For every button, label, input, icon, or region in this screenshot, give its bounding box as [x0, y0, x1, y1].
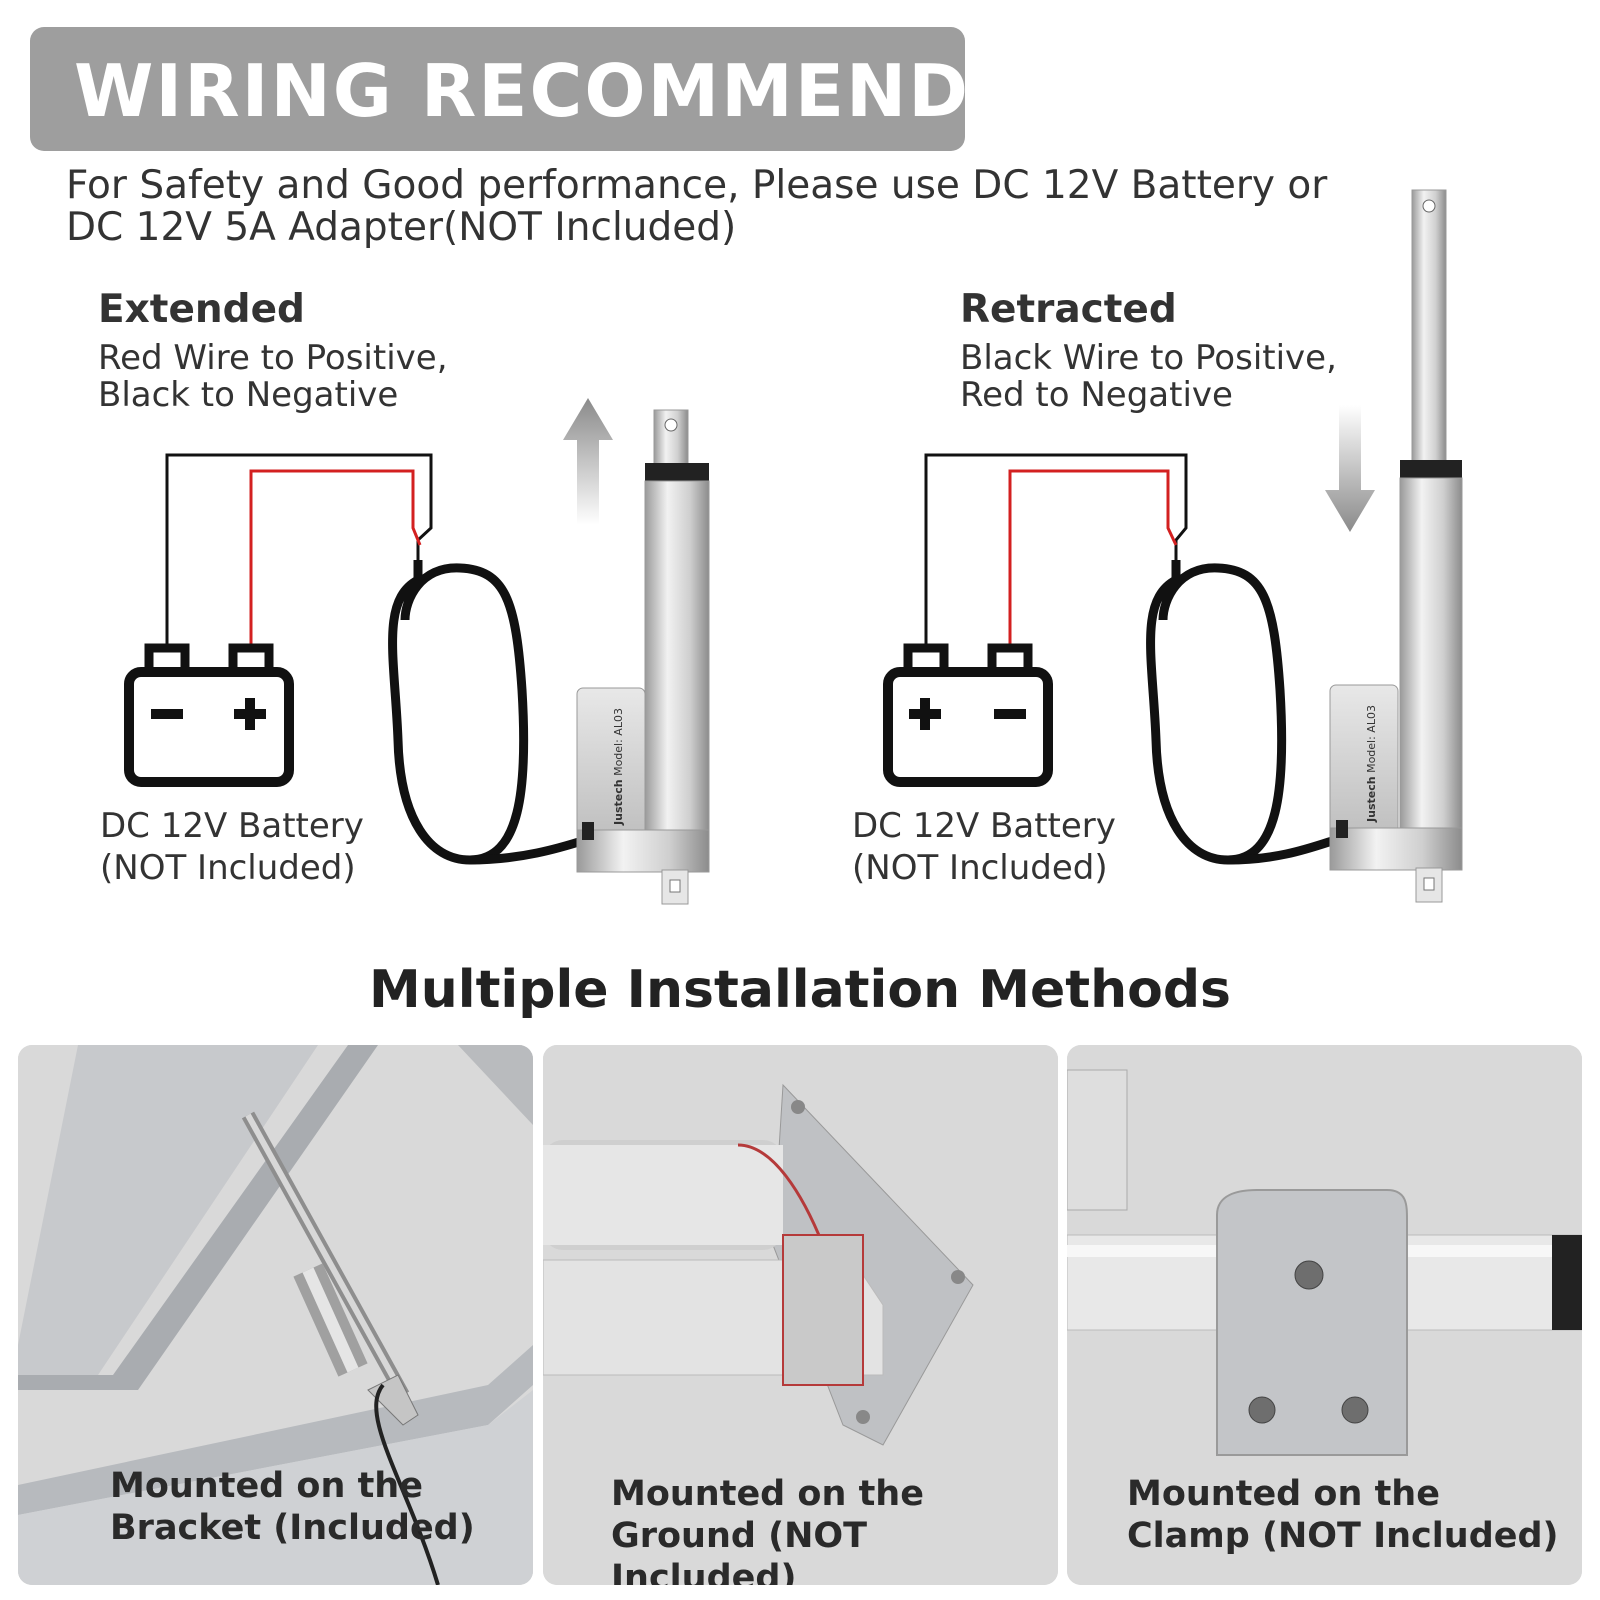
safety-note-line1: For Safety and Good performance, Please …: [66, 163, 1328, 208]
safety-note-line2: DC 12V 5A Adapter(NOT Included): [66, 205, 737, 250]
extend-arrow-icon: [563, 398, 613, 525]
retracted-title: Retracted: [960, 287, 1177, 332]
actuator-label-left: Justech Model: AL03: [612, 708, 625, 825]
retracted-desc-line2: Red to Negative: [960, 375, 1233, 415]
wiring-diagrams: [124, 189, 1463, 905]
actuator-cable: [1146, 560, 1287, 865]
caption-line2: Ground (NOT Included): [611, 1516, 868, 1585]
install-panel-ground: Mounted on the Ground (NOT Included): [543, 1045, 1058, 1585]
actuator-model: Model: AL03: [1364, 705, 1378, 773]
actuator-model: Model: AL03: [611, 708, 625, 776]
header-banner: WIRING RECOMMEND: [30, 27, 968, 151]
actuator-brand: Justech: [611, 779, 625, 825]
actuator-brand: Justech: [1364, 776, 1378, 822]
battery-icon: [883, 643, 1053, 787]
retracted-wiring: [924, 453, 1337, 865]
caption-line2: Bracket (Included): [110, 1508, 475, 1548]
battery-label-line1: DC 12V Battery: [852, 806, 1116, 846]
panel-caption: Mounted on the Bracket (Included): [110, 1465, 475, 1549]
extended-wiring: [165, 453, 587, 865]
battery-label-line2: (NOT Included): [852, 848, 1108, 888]
caption-line1: Mounted on the: [110, 1466, 423, 1506]
caption-line1: Mounted on the: [611, 1474, 924, 1514]
battery-icon: [124, 643, 294, 787]
retract-arrow-icon: [1325, 405, 1375, 532]
extended-battery-label: DC 12V Battery (NOT Included): [100, 805, 364, 889]
red-wire: [1008, 469, 1178, 648]
bracket-photo: [18, 1045, 533, 1585]
panel-caption: Mounted on the Clamp (NOT Included): [1127, 1473, 1559, 1557]
retracted-desc-line1: Black Wire to Positive,: [960, 338, 1337, 378]
extended-desc-line1: Red Wire to Positive,: [98, 338, 448, 378]
install-panel-bracket: Mounted on the Bracket (Included): [18, 1045, 533, 1585]
install-panel-clamp: Mounted on the Clamp (NOT Included): [1067, 1045, 1582, 1585]
extended-title: Extended: [98, 287, 305, 332]
caption-line2: Clamp (NOT Included): [1127, 1516, 1559, 1556]
page-title: WIRING RECOMMEND: [74, 49, 971, 133]
panel-caption: Mounted on the Ground (NOT Included): [611, 1473, 1058, 1585]
battery-label-line1: DC 12V Battery: [100, 806, 364, 846]
ground-photo: [543, 1045, 1058, 1585]
extended-description: Red Wire to Positive, Black to Negative: [98, 340, 448, 414]
battery-label-line2: (NOT Included): [100, 848, 356, 888]
safety-note: For Safety and Good performance, Please …: [66, 165, 1466, 249]
actuator-extended: [576, 409, 710, 905]
actuator-retracted: [1329, 189, 1463, 903]
installation-title: Multiple Installation Methods: [368, 960, 1231, 1020]
black-wire: [924, 453, 1188, 648]
actuator-label-right: Justech Model: AL03: [1365, 705, 1378, 822]
retracted-battery-label: DC 12V Battery (NOT Included): [852, 805, 1116, 889]
extended-desc-line2: Black to Negative: [98, 375, 399, 415]
red-wire: [249, 469, 422, 648]
actuator-cable: [388, 560, 529, 865]
caption-line1: Mounted on the: [1127, 1474, 1440, 1514]
retracted-description: Black Wire to Positive, Red to Negative: [960, 340, 1337, 414]
black-wire: [165, 453, 433, 648]
clamp-photo: [1067, 1045, 1582, 1585]
